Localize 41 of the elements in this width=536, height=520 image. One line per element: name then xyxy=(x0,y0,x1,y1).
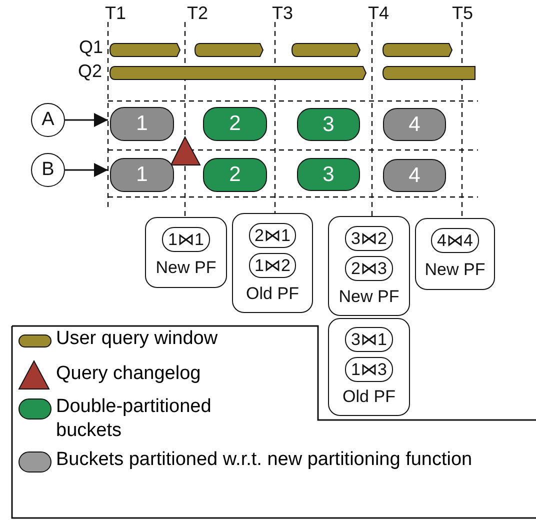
time-label: T2 xyxy=(187,3,208,24)
partition-function-label: New PF xyxy=(338,286,400,306)
query-label: Q2 xyxy=(78,61,102,82)
join-pill: 2⋈3 xyxy=(345,256,393,282)
partition-function-label: New PF xyxy=(156,258,216,278)
row-label-circle: B xyxy=(31,153,65,187)
join-pill: 1⋈3 xyxy=(345,357,393,382)
join-pill: 3⋈1 xyxy=(345,327,393,352)
join-pill: 1⋈1 xyxy=(162,227,210,252)
partition-function-label: Old PF xyxy=(342,387,396,407)
bucket-pill: 3 xyxy=(297,108,360,141)
join-pill: 1⋈2 xyxy=(248,253,296,278)
bucket-pill: 3 xyxy=(297,158,360,191)
time-label: T3 xyxy=(272,3,294,24)
join-group-box xyxy=(328,318,410,416)
join-pill: 2⋈1 xyxy=(248,222,296,248)
join-group-box xyxy=(145,217,227,288)
join-pill: 3⋈2 xyxy=(345,226,393,251)
bucket-pill: 1 xyxy=(110,158,174,192)
legend-text: User query window xyxy=(56,327,218,351)
arrow xyxy=(65,113,108,127)
arrow xyxy=(65,163,108,177)
query-label: Q1 xyxy=(79,37,104,58)
time-label: T4 xyxy=(368,3,390,24)
partition-function-label: New PF xyxy=(424,260,486,280)
join-group-box xyxy=(415,218,495,290)
bucket-pill: 2 xyxy=(203,107,267,141)
time-label: T5 xyxy=(452,3,474,24)
bucket-pill: 2 xyxy=(203,158,267,192)
legend-text: Query changelog xyxy=(56,362,201,386)
legend-text: Buckets partitioned w.r.t. new partitioning function xyxy=(56,448,472,472)
bucket-pill: 4 xyxy=(383,159,446,192)
row-label-circle: A xyxy=(31,103,65,137)
bucket-pill: 4 xyxy=(383,108,446,141)
join-pill: 4⋈4 xyxy=(431,228,479,254)
partition-function-label: Old PF xyxy=(246,284,299,304)
legend-text: Double-partitioned buckets xyxy=(56,395,212,443)
join-group-box xyxy=(328,216,410,316)
time-label: T1 xyxy=(105,3,126,24)
join-group-box xyxy=(232,213,313,313)
bucket-pill: 1 xyxy=(110,107,174,141)
